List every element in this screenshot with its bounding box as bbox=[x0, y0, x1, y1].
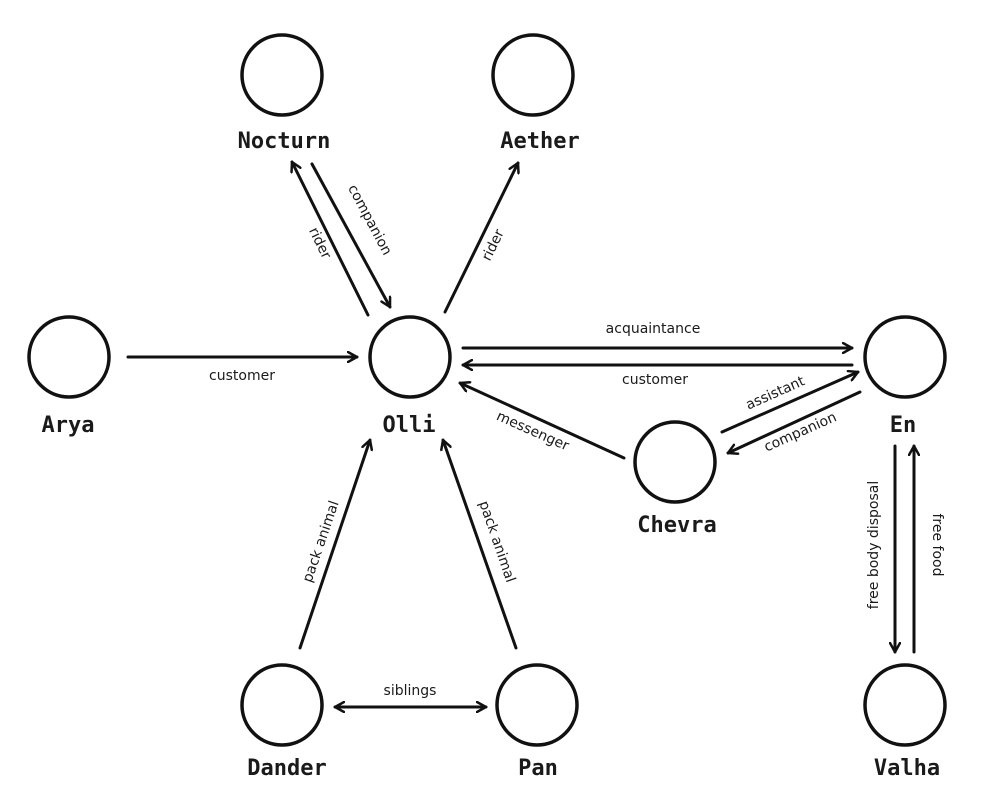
edge-labels: rider companion rider customer acquainta… bbox=[209, 182, 945, 699]
edge-label-valha-en: free food bbox=[929, 514, 945, 577]
node-label-olli: Olli bbox=[383, 413, 436, 438]
edge-en-chevra bbox=[726, 390, 862, 453]
edge-nocturn-olli bbox=[310, 162, 392, 309]
node-aether: Aether bbox=[491, 33, 580, 154]
node-pan: Pan bbox=[495, 663, 579, 781]
edge-label-en-olli: customer bbox=[622, 372, 688, 388]
edge-olli-aether bbox=[443, 161, 518, 314]
edge-chevra-en bbox=[720, 372, 860, 434]
node-label-chevra: Chevra bbox=[637, 513, 716, 538]
edge-label-olli-nocturn: rider bbox=[305, 225, 334, 262]
node-dander: Dander bbox=[240, 663, 327, 781]
node-en: En bbox=[863, 315, 947, 438]
node-label-arya: Arya bbox=[42, 413, 95, 438]
node-nocturn: Nocturn bbox=[238, 33, 331, 154]
node-label-aether: Aether bbox=[500, 129, 579, 154]
node-label-dander: Dander bbox=[247, 756, 326, 781]
edge-chevra-olli bbox=[458, 383, 626, 460]
node-label-pan: Pan bbox=[518, 756, 558, 781]
node-label-en: En bbox=[890, 413, 917, 438]
edge-label-arya-olli: customer bbox=[209, 368, 275, 384]
node-olli: Olli bbox=[368, 315, 452, 438]
edge-label-nocturn-olli: companion bbox=[344, 182, 395, 258]
edge-pan-olli bbox=[443, 438, 518, 650]
edges bbox=[126, 160, 914, 707]
edge-olli-nocturn bbox=[292, 160, 370, 317]
node-arya: Arya bbox=[27, 315, 111, 438]
edge-label-en-valha: free body disposal bbox=[866, 481, 882, 609]
node-chevra: Chevra bbox=[633, 420, 717, 538]
edge-label-dander-pan: siblings bbox=[384, 683, 437, 699]
node-label-nocturn: Nocturn bbox=[238, 129, 331, 154]
node-valha: Valha bbox=[863, 663, 947, 781]
edge-dander-olli bbox=[298, 438, 370, 650]
edge-label-pan-olli: pack animal bbox=[475, 499, 518, 585]
node-label-valha: Valha bbox=[874, 756, 940, 781]
edge-label-olli-en: acquaintance bbox=[606, 321, 701, 337]
